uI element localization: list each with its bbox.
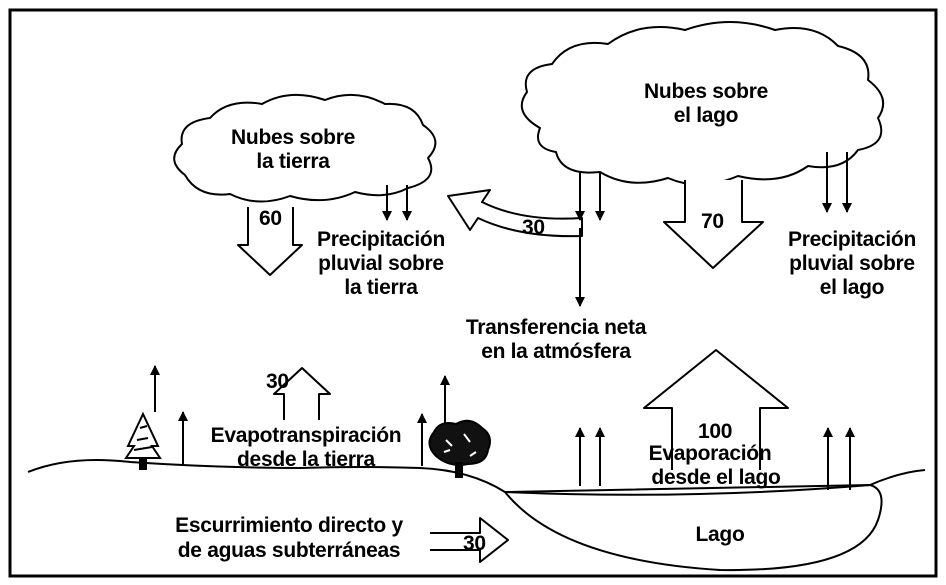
evapotranspiration-value: 30: [266, 370, 289, 393]
land-precipitation-value: 60: [259, 207, 282, 230]
land-precipitation-label-line1: Precipitación: [317, 228, 445, 251]
land-precipitation-label-line3: la tierra: [344, 276, 418, 299]
arrow-lake-precipitation: [663, 180, 764, 269]
lake-surface: [504, 484, 871, 496]
lake-precipitation-label-line1: Precipitación: [788, 228, 916, 251]
evaporation-label-line1: Evaporación: [649, 442, 772, 465]
conifer-tree-icon: [124, 411, 162, 470]
transfer-label-line1: Transferencia neta: [466, 316, 647, 339]
cloud-lake: [520, 21, 885, 186]
lake-basin: [504, 484, 883, 572]
arrow-lake-evaporation: [643, 349, 789, 470]
cloud-lake-label-line2: el lago: [674, 104, 738, 127]
lake-precipitation-value: 70: [701, 210, 724, 233]
lake-precipitation-label-line2: pluvial sobre: [789, 252, 915, 275]
runoff-label-line2: de aguas subterráneas: [178, 539, 400, 562]
runoff-value: 30: [463, 532, 486, 555]
diagram-frame: [8, 8, 938, 578]
transfer-value: 30: [522, 216, 545, 239]
arrow-land-precipitation: [237, 207, 303, 276]
arrow-runoff: [430, 517, 509, 563]
lake-label: Lago: [696, 523, 745, 546]
arrow-evapotranspiration: [273, 367, 331, 420]
transfer-label-line2: en la atmósfera: [481, 340, 631, 363]
cloud-land-label-line2: la tierra: [256, 150, 330, 173]
land-precipitation-label-line2: pluvial sobre: [318, 252, 444, 275]
runoff-label-line1: Escurrimiento directo y: [175, 514, 403, 537]
evaporation-value: 100: [698, 420, 732, 443]
ground-line: [27, 458, 926, 493]
evaporation-label-line2: desde el lago: [651, 466, 780, 489]
deciduous-tree-icon: [428, 419, 491, 478]
lake-precipitation-label-line3: el lago: [820, 276, 884, 299]
cloud-land: [173, 93, 437, 203]
evapotranspiration-label-line2: desde la tierra: [237, 448, 376, 471]
evapotranspiration-label-line1: Evapotranspiración: [211, 424, 402, 447]
arrow-atmospheric-transfer: [447, 189, 583, 238]
cloud-land-label-line1: Nubes sobre: [231, 126, 355, 149]
cloud-lake-label-line1: Nubes sobre: [644, 80, 768, 103]
